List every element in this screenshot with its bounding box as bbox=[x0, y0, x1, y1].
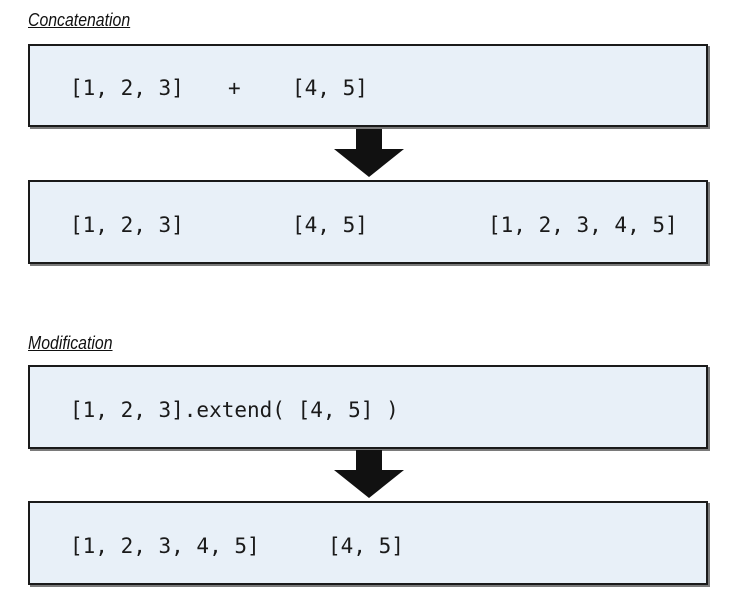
modification-output-box: [1, 2, 3, 4, 5] [4, 5] bbox=[28, 501, 708, 585]
modification-extend-expression: [1, 2, 3].extend( [4, 5] ) bbox=[70, 398, 399, 422]
modification-output-first-list: [1, 2, 3, 4, 5] bbox=[70, 534, 260, 558]
concatenation-output-box: [1, 2, 3] [4, 5] [1, 2, 3, 4, 5] bbox=[28, 180, 708, 264]
concatenation-plus-operator: + bbox=[228, 76, 241, 100]
modification-title: Modification bbox=[28, 333, 113, 353]
concatenation-left-list: [1, 2, 3] bbox=[70, 76, 184, 100]
concatenation-result-list: [1, 2, 3, 4, 5] bbox=[488, 213, 678, 237]
modification-input-box: [1, 2, 3].extend( [4, 5] ) bbox=[28, 365, 708, 449]
concatenation-right-list: [4, 5] bbox=[292, 76, 368, 100]
concatenation-output-first-list: [1, 2, 3] bbox=[70, 213, 184, 237]
concatenation-output-second-list: [4, 5] bbox=[292, 213, 368, 237]
concatenation-title: Concatenation bbox=[28, 10, 131, 30]
concatenation-input-box: [1, 2, 3] + [4, 5] bbox=[28, 44, 708, 127]
concatenation-down-arrow-icon bbox=[334, 129, 404, 177]
modification-output-second-list: [4, 5] bbox=[328, 534, 404, 558]
modification-down-arrow-icon bbox=[334, 450, 404, 498]
